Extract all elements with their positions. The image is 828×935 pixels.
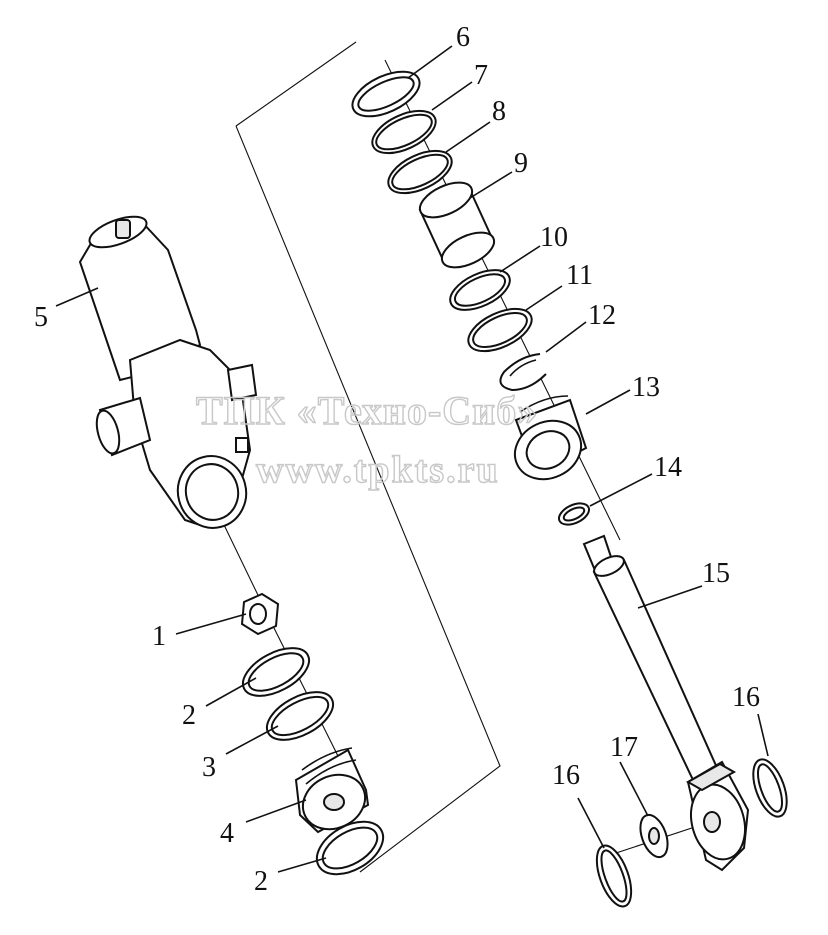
callout-2-lower: 2 [254, 866, 268, 897]
ring-part-6 [351, 70, 421, 118]
callout-13: 13 [632, 372, 660, 403]
watermark: ТПК «Техно-Сиб» www.tpkts.ru [195, 387, 538, 491]
ring-part-7 [371, 109, 437, 155]
piston-part [294, 747, 370, 834]
circlip-part-16b [752, 758, 788, 818]
ring-part-10 [449, 269, 511, 311]
callout-10: 10 [540, 222, 568, 253]
seal-ring-part-2b [315, 820, 385, 876]
callout-17: 17 [610, 732, 638, 763]
washer-part-17 [639, 813, 669, 859]
nut-part [240, 592, 280, 636]
callout-16-left: 16 [552, 760, 580, 791]
callout-14: 14 [654, 452, 682, 483]
callout-8: 8 [492, 96, 506, 127]
callout-12: 12 [588, 300, 616, 331]
rod-eye-part [685, 760, 750, 872]
seal-ring-part-3 [265, 691, 335, 741]
piston-part-13 [513, 395, 588, 481]
callout-1: 1 [152, 621, 166, 652]
snap-ring-part-12 [499, 353, 547, 392]
callout-11: 11 [566, 260, 593, 291]
callout-4: 4 [220, 818, 234, 849]
callout-3: 3 [202, 752, 216, 783]
ring-part-8 [387, 149, 453, 195]
callout-9: 9 [514, 148, 528, 179]
callout-6: 6 [456, 22, 470, 53]
watermark-url: www.tpkts.ru [256, 449, 500, 491]
leader-lines [55, 45, 769, 873]
ring-part-14 [558, 502, 590, 526]
callout-15: 15 [702, 558, 730, 589]
callout-7: 7 [474, 60, 488, 91]
watermark-company: ТПК «Техно-Сиб» [196, 388, 538, 433]
ring-part-11 [467, 307, 533, 353]
piston-rod-part-15 [582, 534, 720, 784]
callout-numbers: 1 2 3 4 2 5 6 7 8 9 10 11 12 13 14 15 16… [34, 22, 760, 897]
guide-sleeve-part-9 [418, 181, 496, 269]
cylinder-barrel-part [78, 215, 258, 529]
callout-5: 5 [34, 302, 48, 333]
seal-ring-part-2a [241, 647, 311, 697]
callout-16-right: 16 [732, 682, 760, 713]
circlip-part-16a [595, 844, 633, 908]
callout-2-upper: 2 [182, 700, 196, 731]
